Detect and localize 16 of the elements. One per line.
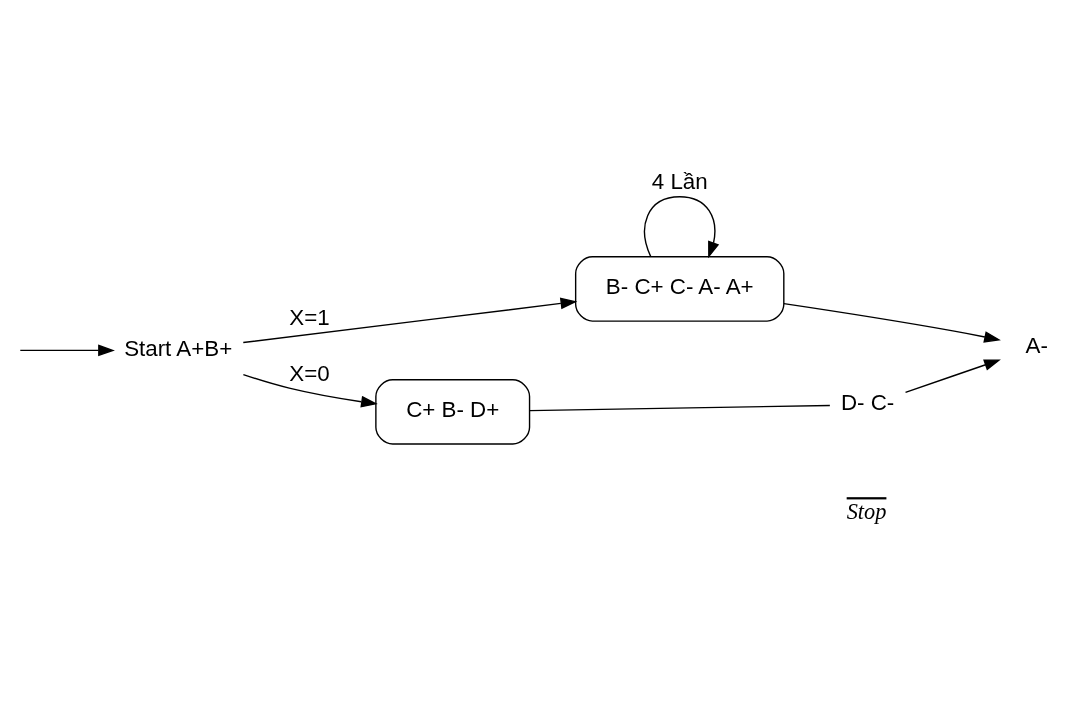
edge-label: X=0 (289, 360, 330, 386)
connector (529, 404, 831, 411)
arrow (783, 302, 1001, 343)
node-text: D- C- (840, 389, 895, 415)
label: Stop (846, 498, 887, 524)
arrow (242, 373, 378, 407)
arrow (644, 195, 720, 258)
arrow (19, 344, 115, 356)
node-box: C+ B- D+ (375, 378, 531, 445)
edge-label: X=1 (289, 304, 330, 330)
node-text: Start A+B+ (124, 335, 233, 361)
node-text: A- (1025, 332, 1048, 358)
edge-label: 4 Lần (651, 168, 708, 194)
node-box: B- C+ C- A- A+ (574, 255, 785, 322)
arrow (904, 358, 1001, 393)
arrow (242, 297, 578, 343)
